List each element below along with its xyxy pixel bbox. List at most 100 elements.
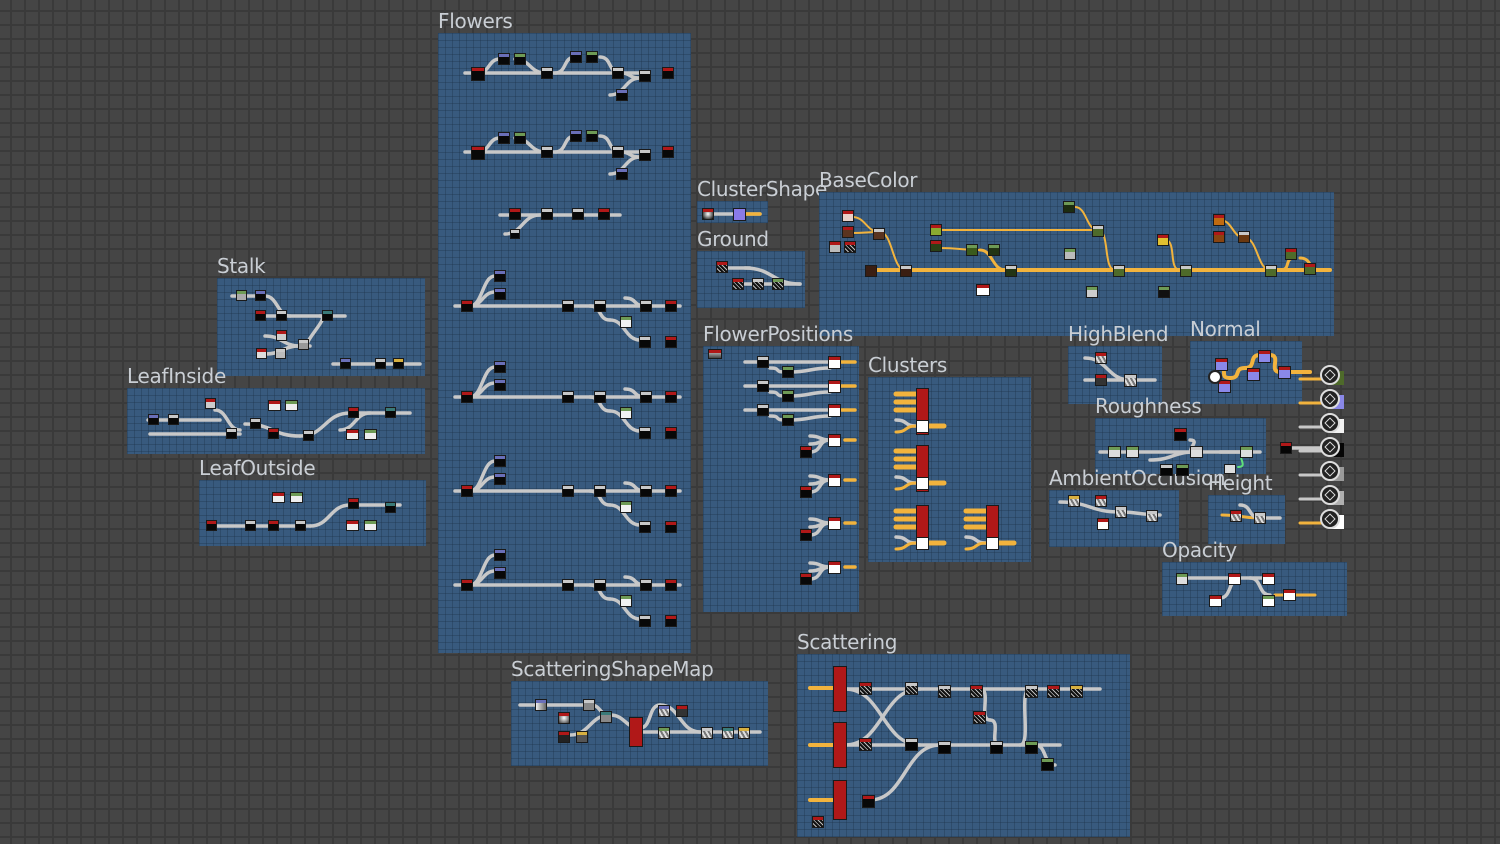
graph-node[interactable] [828, 380, 841, 393]
graph-node[interactable] [562, 579, 574, 591]
graph-node[interactable] [662, 67, 674, 79]
graph-node[interactable] [594, 579, 606, 591]
graph-node[interactable] [461, 485, 473, 497]
graph-node[interactable] [716, 261, 728, 273]
graph-node[interactable] [665, 485, 677, 497]
graph-node[interactable] [461, 579, 473, 591]
graph-node[interactable] [658, 727, 670, 739]
graph-node[interactable] [1180, 265, 1192, 277]
graph-node[interactable] [1262, 573, 1275, 585]
graph-node[interactable] [1228, 573, 1241, 585]
graph-node[interactable] [665, 391, 677, 403]
frame-basecolor[interactable] [819, 192, 1334, 336]
graph-node[interactable] [1158, 286, 1170, 298]
graph-node[interactable] [1070, 685, 1083, 698]
graph-node[interactable] [1095, 495, 1107, 507]
frame-opacity[interactable] [1162, 562, 1347, 616]
frame-title-highblend[interactable]: HighBlend [1068, 322, 1169, 346]
graph-node[interactable] [833, 666, 847, 712]
graph-node[interactable] [393, 358, 404, 369]
graph-node[interactable] [616, 168, 628, 180]
graph-node[interactable] [255, 290, 266, 301]
output-node-height-icon[interactable] [1320, 485, 1340, 505]
graph-node[interactable] [514, 132, 526, 144]
graph-node[interactable] [800, 446, 812, 458]
graph-node[interactable] [842, 210, 854, 222]
graph-node[interactable] [494, 455, 506, 467]
graph-node[interactable] [250, 418, 261, 429]
frame-title-scatteringshapemap[interactable]: ScatteringShapeMap [511, 657, 714, 681]
graph-node[interactable] [494, 361, 506, 373]
graph-node[interactable] [1213, 214, 1225, 226]
graph-node[interactable] [970, 685, 983, 698]
graph-node[interactable] [665, 615, 677, 627]
graph-node[interactable] [1230, 510, 1242, 522]
graph-node[interactable] [471, 67, 485, 81]
graph-node[interactable] [732, 278, 744, 290]
graph-node[interactable] [1124, 374, 1137, 387]
graph-node[interactable] [236, 290, 247, 301]
graph-node[interactable] [541, 67, 553, 79]
graph-node[interactable] [800, 486, 812, 498]
graph-node[interactable] [722, 727, 734, 739]
graph-node[interactable] [612, 67, 624, 79]
graph-node[interactable] [916, 477, 929, 490]
graph-node[interactable] [616, 89, 628, 101]
graph-node[interactable] [800, 573, 812, 585]
output-node-roughness-icon[interactable] [1320, 413, 1340, 433]
graph-node[interactable] [665, 521, 677, 533]
graph-node[interactable] [268, 520, 279, 531]
graph-node[interactable] [298, 339, 309, 350]
graph-node[interactable] [782, 366, 794, 378]
graph-node[interactable] [976, 284, 990, 296]
graph-node[interactable] [586, 130, 598, 142]
graph-node[interactable] [570, 130, 582, 142]
graph-node[interactable] [662, 146, 674, 158]
frame-title-leafoutside[interactable]: LeafOutside [199, 456, 316, 480]
graph-node[interactable] [1215, 358, 1228, 371]
graph-node[interactable] [1247, 368, 1260, 381]
graph-node[interactable] [348, 498, 359, 509]
graph-node[interactable] [348, 407, 359, 418]
graph-node[interactable] [828, 561, 841, 574]
graph-node[interactable] [859, 738, 872, 751]
graph-node[interactable] [640, 391, 652, 403]
graph-node[interactable] [738, 727, 750, 739]
graph-node[interactable] [639, 521, 651, 533]
graph-node[interactable] [598, 208, 610, 220]
graph-node[interactable] [1025, 741, 1038, 754]
graph-node[interactable] [1258, 350, 1271, 363]
graph-node[interactable] [583, 699, 595, 711]
graph-node[interactable] [586, 51, 598, 63]
graph-node[interactable] [844, 241, 856, 253]
graph-node[interactable] [1174, 428, 1187, 441]
output-node-ambientocclusion-icon[interactable] [1320, 461, 1340, 481]
checker-icon[interactable] [1208, 370, 1222, 384]
graph-node[interactable] [828, 434, 841, 447]
graph-node[interactable] [833, 722, 847, 768]
graph-node[interactable] [322, 310, 333, 321]
graph-node[interactable] [1108, 446, 1121, 458]
frame-flowers[interactable] [438, 33, 691, 653]
graph-node[interactable] [594, 485, 606, 497]
graph-node[interactable] [346, 520, 359, 531]
graph-node[interactable] [494, 270, 506, 282]
graph-node[interactable] [1254, 512, 1266, 524]
graph-node[interactable] [494, 473, 506, 485]
graph-node[interactable] [558, 731, 570, 743]
graph-node[interactable] [938, 741, 951, 754]
graph-node[interactable] [1025, 685, 1038, 698]
frame-title-stalk[interactable]: Stalk [217, 254, 266, 278]
graph-node[interactable] [494, 549, 506, 561]
graph-node[interactable] [733, 208, 746, 221]
graph-node[interactable] [558, 712, 570, 724]
graph-node[interactable] [620, 316, 632, 328]
graph-node[interactable] [385, 502, 396, 513]
graph-node[interactable] [859, 682, 872, 695]
graph-node[interactable] [986, 537, 999, 550]
graph-node[interactable] [1005, 265, 1017, 277]
graph-node[interactable] [1095, 374, 1107, 386]
frame-title-leafinside[interactable]: LeafInside [127, 364, 226, 388]
graph-node[interactable] [276, 310, 287, 321]
frame-scattering[interactable] [797, 654, 1130, 837]
